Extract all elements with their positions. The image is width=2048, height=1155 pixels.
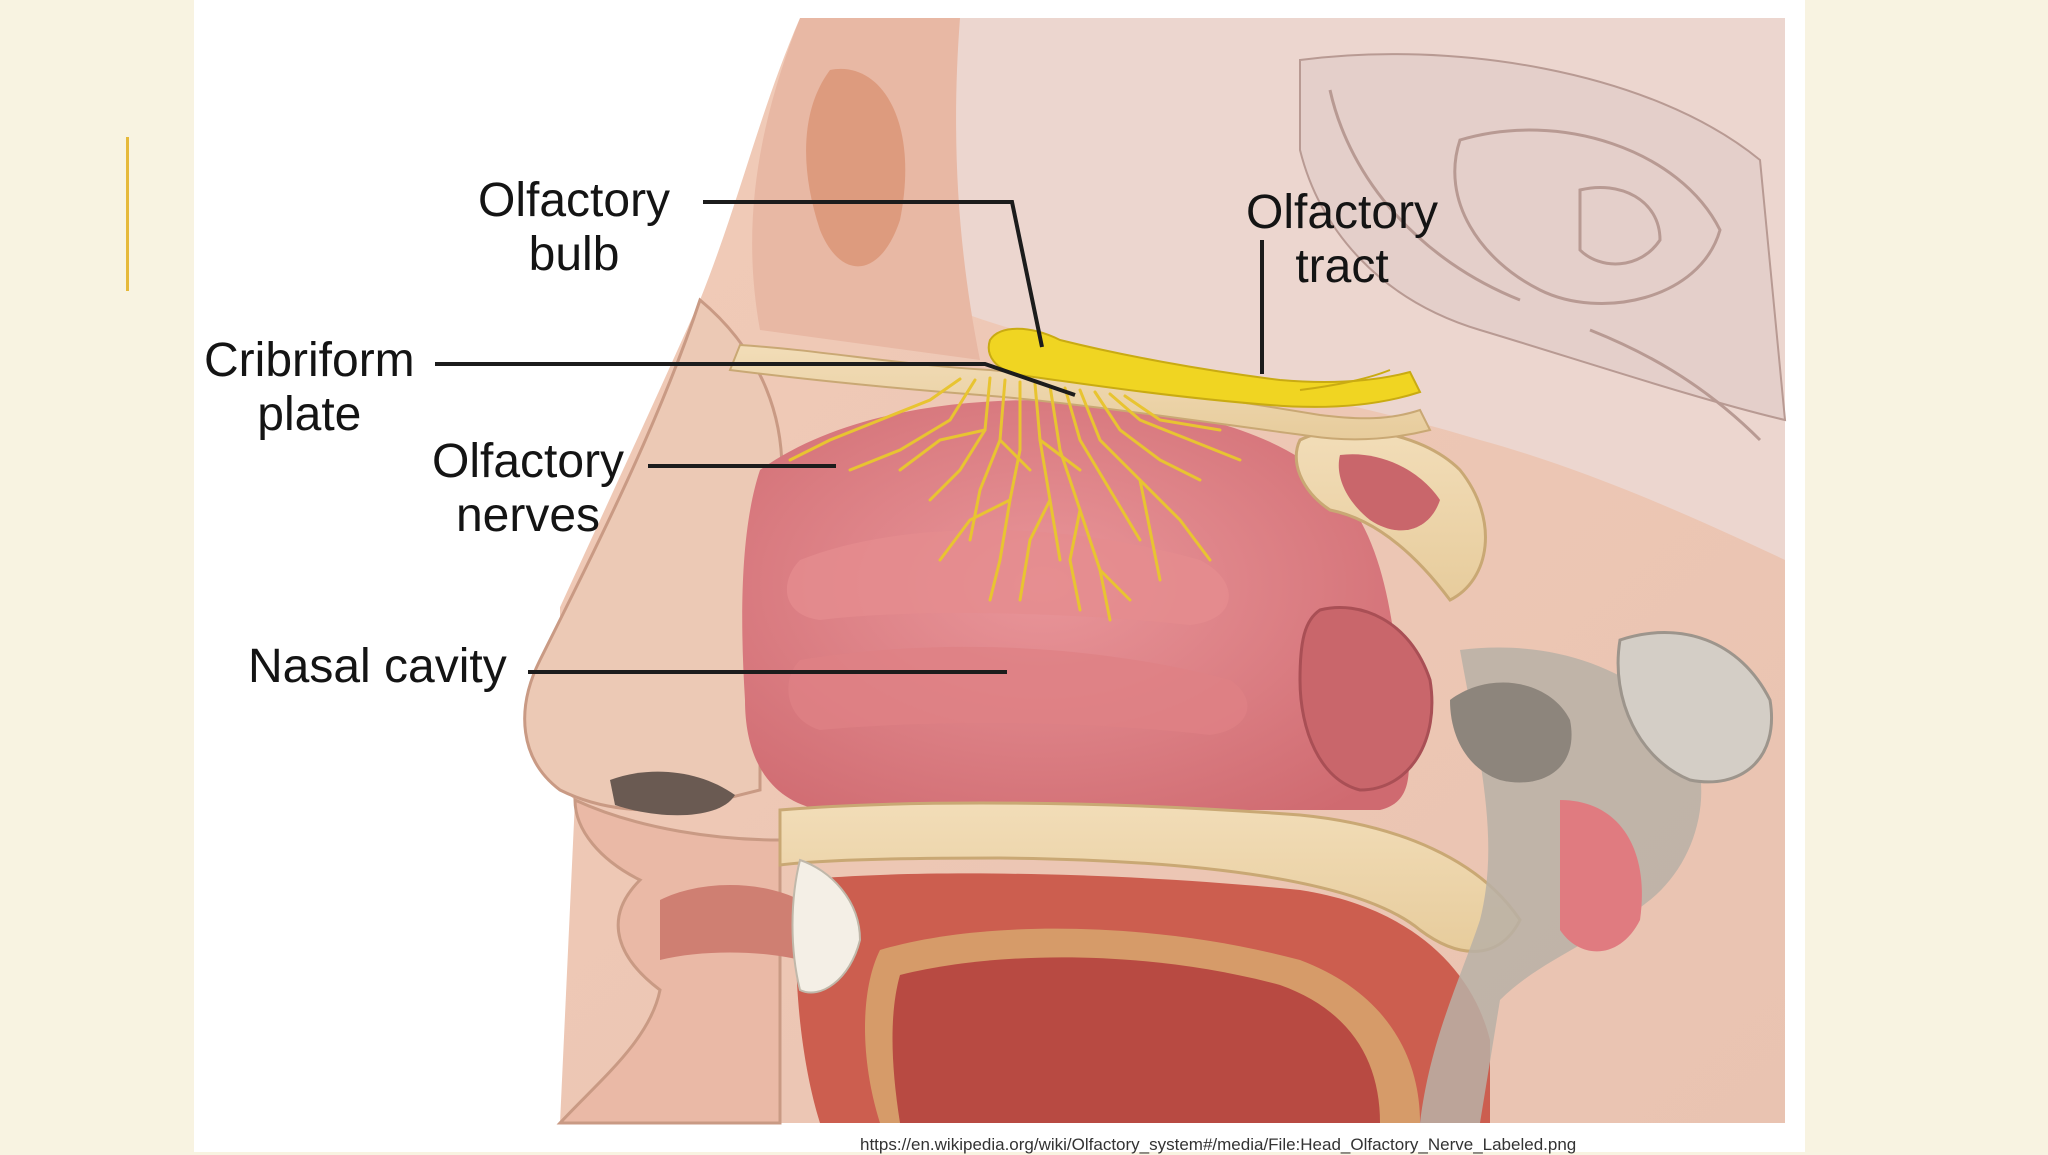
cribriform-plate-leader <box>435 362 1076 397</box>
label-olfactory-tract-line2: tract <box>1295 240 1389 293</box>
label-olfactory-nerves-line2: nerves <box>455 489 601 542</box>
label-olfactory-bulb: Olfactory bulb <box>478 174 670 282</box>
olfactory-bulb-and-tract <box>987 327 1422 408</box>
label-olfactory-bulb-line2: bulb <box>528 228 620 281</box>
label-olfactory-tract: Olfactory tract <box>1246 186 1438 294</box>
label-olfactory-tract-line1: Olfactory <box>1246 186 1439 239</box>
pharynx <box>1420 631 1773 1123</box>
oral-cavity <box>791 858 1490 1123</box>
label-olfactory-nerves-line1: Olfactory <box>432 435 625 488</box>
olfactory-nerve-branches <box>788 376 1242 622</box>
olfactory-bulb-leader <box>703 200 1044 348</box>
image-source-url: https://en.wikipedia.org/wiki/Olfactory_… <box>860 1135 1577 1154</box>
leader-lines <box>435 200 1264 674</box>
label-olfactory-nerves: Olfactory nerves <box>432 435 624 543</box>
label-cribriform-plate-line2: plate <box>257 388 362 441</box>
label-nasal-cavity: Nasal cavity <box>248 640 507 694</box>
nasal-cavity <box>742 400 1487 810</box>
label-olfactory-bulb-line1: Olfactory <box>478 174 671 227</box>
label-cribriform-plate: Cribriform plate <box>204 334 415 442</box>
accent-bar <box>126 137 129 291</box>
label-nasal-cavity-text: Nasal cavity <box>248 640 507 693</box>
label-cribriform-plate-line1: Cribriform <box>204 334 415 387</box>
